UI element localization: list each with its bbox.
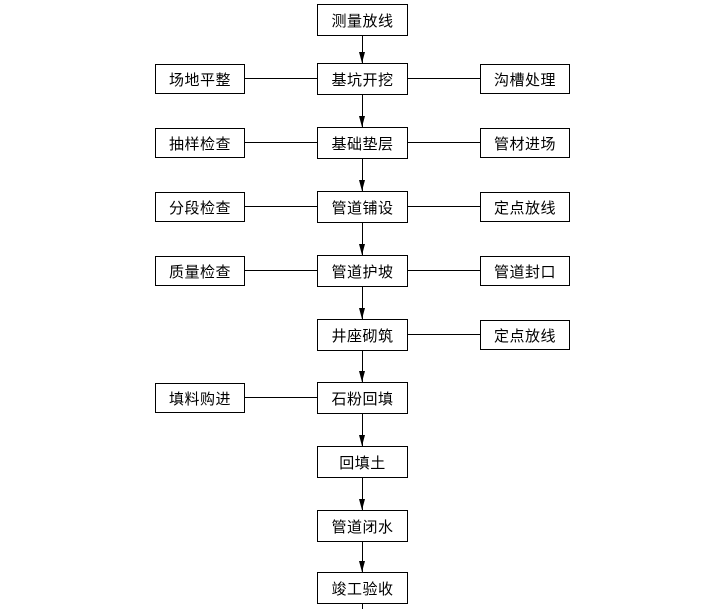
flow-node-main-2: 基坑开挖	[317, 63, 408, 95]
flow-node-right-3: 定点放线	[480, 192, 570, 222]
flow-node-main-8: 回填土	[317, 446, 408, 478]
arrow-down-icon	[359, 244, 365, 255]
flow-line-stub	[362, 604, 363, 609]
arrow-down-icon	[359, 308, 365, 319]
flow-node-main-9: 管道闭水	[317, 510, 408, 542]
arrow-down-icon	[359, 499, 365, 510]
arrow-down-icon	[359, 52, 365, 63]
flow-node-main-5: 管道护坡	[317, 255, 408, 287]
connector-line-left-4	[245, 270, 317, 271]
flow-line-2	[362, 95, 363, 127]
flow-node-main-4: 管道铺设	[317, 191, 408, 223]
connector-line-left-2	[245, 142, 317, 143]
flow-line-6	[362, 351, 363, 382]
flow-line-7	[362, 414, 363, 446]
flow-node-main-3: 基础垫层	[317, 127, 408, 159]
arrow-down-icon	[359, 435, 365, 446]
flow-line-5	[362, 287, 363, 319]
flow-line-8	[362, 478, 363, 510]
connector-line-left-5	[245, 397, 317, 398]
flow-node-right-1: 沟槽处理	[480, 64, 570, 94]
flow-line-9	[362, 542, 363, 572]
flow-node-left-4: 质量检查	[155, 256, 245, 286]
flow-line-3	[362, 159, 363, 191]
arrow-down-icon	[359, 180, 365, 191]
flow-node-left-1: 场地平整	[155, 64, 245, 94]
flow-node-right-5: 定点放线	[480, 320, 570, 350]
flow-node-left-5: 填料购进	[155, 383, 245, 413]
flow-node-left-2: 抽样检查	[155, 128, 245, 158]
connector-line-right-4	[408, 270, 480, 271]
connector-line-right-1	[408, 78, 480, 79]
flow-node-left-3: 分段检查	[155, 192, 245, 222]
connector-line-left-1	[245, 78, 317, 79]
flow-node-main-1: 测量放线	[317, 4, 408, 36]
arrow-down-icon	[359, 371, 365, 382]
connector-line-right-5	[408, 334, 480, 335]
flow-node-main-6: 井座砌筑	[317, 319, 408, 351]
flow-node-main-10: 竣工验收	[317, 572, 408, 604]
arrow-down-icon	[359, 561, 365, 572]
flow-node-main-7: 石粉回填	[317, 382, 408, 414]
flow-line-4	[362, 223, 363, 255]
flow-node-right-4: 管道封口	[480, 256, 570, 286]
connector-line-left-3	[245, 206, 317, 207]
flow-line-1	[362, 36, 363, 63]
connector-line-right-3	[408, 206, 480, 207]
flow-node-right-2: 管材进场	[480, 128, 570, 158]
connector-line-right-2	[408, 142, 480, 143]
arrow-down-icon	[359, 116, 365, 127]
